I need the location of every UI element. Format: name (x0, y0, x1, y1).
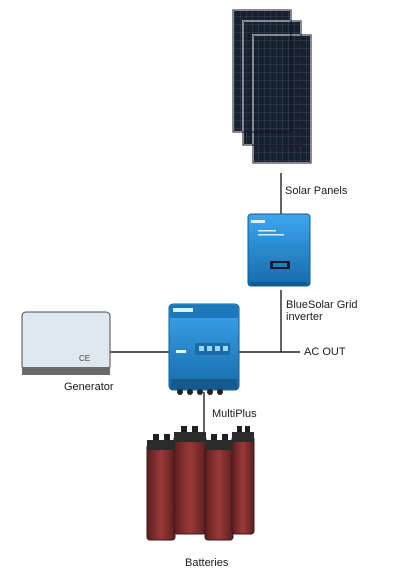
batteries (146, 426, 255, 541)
generator-label: Generator (64, 381, 114, 393)
solar-panels-label: Solar Panels (285, 185, 348, 197)
multiplus-label: MultiPlus (212, 408, 257, 420)
batteries-label: Batteries (185, 557, 229, 569)
solar-panels (232, 9, 312, 164)
generator: CE (21, 311, 111, 375)
bluesolar-inverter (247, 213, 311, 287)
bluesolar-inverter-label: BlueSolar Grid inverter (286, 299, 358, 323)
multiplus (168, 303, 240, 395)
connections (110, 173, 300, 433)
generator-ce-mark: CE (79, 354, 90, 363)
ac-out-label: AC OUT (304, 346, 346, 358)
